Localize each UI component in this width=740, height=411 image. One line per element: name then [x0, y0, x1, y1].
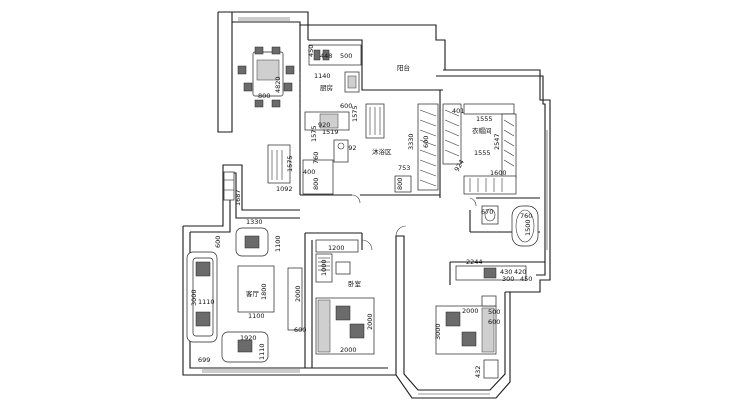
living-sofa-left: 3000 1110: [186, 251, 218, 343]
dim-401: 401: [452, 107, 464, 115]
dim-920: 920: [318, 121, 330, 129]
dim-2000-tv: 2000: [294, 285, 302, 302]
dim-1092: 1092: [276, 185, 293, 193]
dim-300: 300: [502, 275, 514, 283]
dim-450-b: 450: [520, 275, 532, 283]
dim-500: 500: [340, 52, 352, 60]
dim-3330: 3330: [407, 133, 415, 150]
sideboard: 1575 1092 400 760 800: [267, 144, 320, 193]
dim-500-b: 500: [488, 308, 500, 316]
dim-2244: 2244: [466, 258, 483, 266]
dim-1200: 1200: [328, 244, 345, 252]
dim-430: 430: [500, 268, 512, 276]
dim-753: 753: [398, 164, 410, 172]
dim-1575-side: 1575: [286, 155, 294, 172]
bedroom-two: 1200 1000 卧室 2000 2000: [315, 239, 375, 355]
dim-3000-living: 3000: [190, 289, 198, 306]
room-label-bath: 沐浴区: [372, 147, 392, 156]
dim-760-a: 760: [312, 152, 320, 164]
kitchen-counter-lower: [302, 139, 349, 195]
dim-800-b: 800: [396, 178, 404, 190]
dim-800-dining: 800: [258, 92, 270, 100]
dim-1687: 1687: [234, 189, 242, 206]
dim-420: 420: [514, 268, 526, 276]
dining-table: 800 4820: [237, 46, 295, 108]
living-coffee-table: 客厅 1800 1100: [237, 265, 275, 320]
cloakroom: 600 401 1555 衣帽间 2547 1555 924 1600: [417, 103, 517, 195]
dim-400-a: 400: [303, 168, 315, 176]
dim-600-living: 600: [214, 236, 222, 248]
room-label-kitchen: 厨房: [320, 83, 333, 92]
room-label-bedroom: 卧室: [348, 279, 362, 288]
living-armchair-top: 1330 1100 600: [214, 218, 282, 257]
dim-2000-bed2: 2000: [340, 346, 357, 354]
dim-448: 448: [320, 52, 332, 60]
dim-1575-a: 1575: [310, 125, 318, 142]
dim-1330: 1330: [246, 218, 263, 226]
bath-area: 沐浴区 3330 753 800: [365, 103, 415, 193]
living-armchair-bottom: 1920 1110 699: [198, 331, 269, 364]
dim-600-tv: 600: [294, 326, 306, 334]
dim-4820: 4820: [274, 76, 282, 93]
room-label-cloakroom: 衣帽间: [472, 126, 492, 135]
dim-1555-a: 1555: [476, 115, 493, 123]
dim-699: 699: [198, 356, 210, 364]
dim-450: 450: [307, 45, 315, 57]
dim-1920: 1920: [240, 334, 257, 342]
dim-432: 432: [474, 366, 482, 378]
living-cabinet: 1687: [223, 171, 242, 206]
dim-1800: 1800: [260, 283, 268, 300]
dim-1110-b: 1110: [258, 343, 266, 360]
dim-1500: 1500: [524, 219, 532, 236]
kitchen: 450 448 500 1140 厨房 600 920 1519 1575 15…: [304, 45, 362, 152]
dim-1100-b: 1100: [248, 312, 265, 320]
dim-2000-bed: 2000: [366, 313, 374, 330]
dim-1575-b: 1575: [351, 105, 359, 122]
room-label-living: 客厅: [246, 289, 260, 298]
dim-1110: 1110: [198, 298, 215, 306]
dim-1100-a: 1100: [274, 235, 282, 252]
master-bedroom: 2244 430 420 300 450 2000 500 600 3000 4…: [434, 258, 532, 379]
dim-600-kitchen: 600: [340, 102, 352, 110]
dim-800-a: 800: [312, 178, 320, 190]
dim-600-b: 600: [488, 318, 500, 326]
dim-1519: 1519: [322, 128, 339, 136]
dim-1555-b: 1555: [474, 149, 491, 157]
dim-1140: 1140: [314, 72, 331, 80]
dim-1600: 1600: [490, 169, 507, 177]
tv-cabinet: 2000 600: [287, 267, 306, 334]
dim-760-b: 760: [520, 212, 532, 220]
dim-1000: 1000: [320, 259, 328, 276]
dim-2000-b: 2000: [462, 307, 479, 315]
dim-2547: 2547: [493, 133, 501, 150]
dim-600-c: 600: [422, 136, 430, 148]
dim-670: 670: [481, 208, 493, 216]
master-bath: 670 760 1500: [481, 205, 539, 247]
windows: [202, 17, 548, 395]
room-label-balcony: 阳台: [397, 63, 410, 72]
door-swings: [351, 194, 477, 251]
dim-3000-br: 3000: [434, 323, 442, 340]
